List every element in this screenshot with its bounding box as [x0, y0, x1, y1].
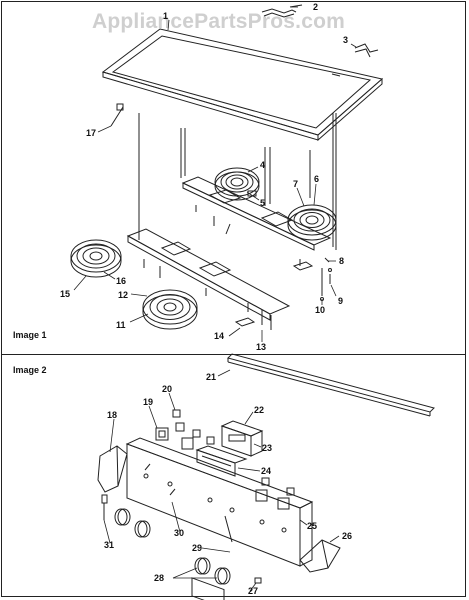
callout-13: 13: [256, 342, 266, 352]
display-overlay-part-24: [195, 445, 248, 477]
callout-labels: 1 2 3 4 5 6 7 8 9 10 11 12 13 14 15 16 1…: [60, 2, 352, 596]
burner-part-4: [214, 167, 260, 201]
section-title-image-2: Image 2: [13, 365, 47, 375]
callout-6: 6: [314, 174, 319, 184]
callout-7: 7: [293, 179, 298, 189]
callout-12: 12: [118, 290, 128, 300]
callout-17: 17: [86, 128, 96, 138]
callout-1: 1: [163, 11, 168, 21]
callout-24: 24: [261, 466, 271, 476]
callout-5: 5: [260, 198, 265, 208]
clip-part-17: [110, 103, 124, 127]
callout-21: 21: [206, 372, 216, 382]
cooktop-glass-part: [101, 28, 384, 142]
callout-3: 3: [343, 35, 348, 45]
callout-28: 28: [154, 573, 164, 583]
callout-22: 22: [254, 405, 264, 415]
burner-part-15: [70, 239, 122, 278]
callout-9: 9: [338, 296, 343, 306]
callout-11: 11: [116, 320, 126, 330]
screw-parts: [320, 257, 332, 301]
clock-board-part-22: [220, 420, 264, 457]
callout-31: 31: [104, 540, 114, 550]
knob-parts-28: [114, 508, 231, 585]
assembly-lines: [138, 113, 337, 250]
callout-15: 15: [60, 289, 70, 299]
bracket-part-3: [354, 43, 379, 58]
callout-25: 25: [307, 521, 317, 531]
callout-18: 18: [107, 410, 117, 420]
callout-4: 4: [260, 160, 265, 170]
upper-support-bracket: [181, 176, 332, 271]
trim-strip-part-21: [227, 353, 435, 417]
leader-lines: [73, 6, 357, 592]
switch-part-19: [155, 422, 194, 450]
end-cap-part-26: [299, 539, 341, 573]
burner-part-6: [287, 204, 337, 241]
control-panel-part-25: [125, 437, 314, 600]
section-title-image-1: Image 1: [13, 330, 47, 340]
callout-30: 30: [174, 528, 184, 538]
lower-support-bracket: [126, 228, 291, 330]
callout-23: 23: [262, 443, 272, 453]
callout-29: 29: [192, 543, 202, 553]
control-switches: [255, 477, 295, 510]
burner-part-11: [142, 289, 198, 330]
callout-26: 26: [342, 531, 352, 541]
callout-8: 8: [339, 256, 344, 266]
callout-2: 2: [313, 2, 318, 12]
callout-19: 19: [143, 397, 153, 407]
callout-20: 20: [162, 384, 172, 394]
callout-10: 10: [315, 305, 325, 315]
switch-part-20: [172, 409, 215, 445]
callout-27: 27: [248, 586, 258, 596]
callout-16: 16: [116, 276, 126, 286]
callout-14: 14: [214, 331, 224, 341]
small-parts: [101, 494, 262, 584]
end-cap-part-18: [97, 445, 128, 493]
